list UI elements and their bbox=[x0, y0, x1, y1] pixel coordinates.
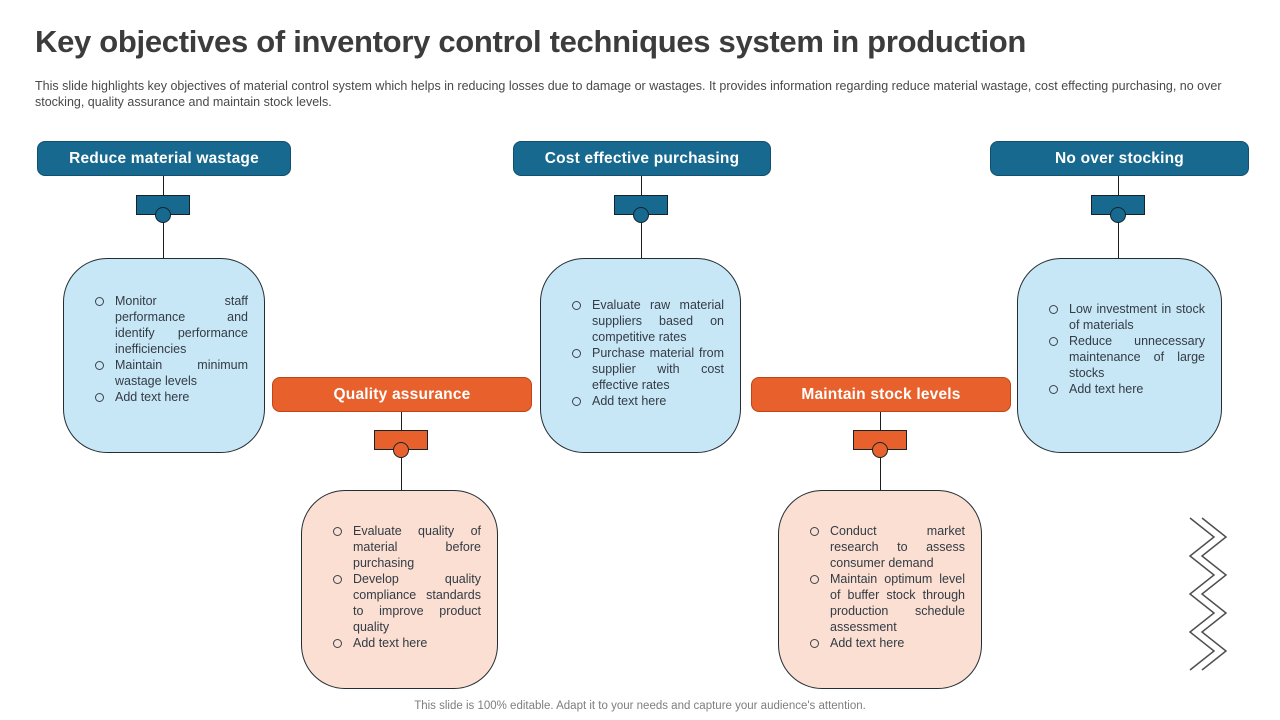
bullet-circle-icon bbox=[572, 301, 581, 310]
bullet-circle-icon bbox=[95, 393, 104, 402]
connector-node-icon bbox=[872, 442, 888, 458]
bullet-text: Add text here bbox=[115, 390, 190, 404]
bullet-circle-icon bbox=[333, 639, 342, 648]
bullet-list: Conduct market research to assess consum… bbox=[779, 491, 981, 651]
list-item: Maintain minimum wastage levels bbox=[95, 357, 248, 389]
bullet-text: Monitor staff performance and identify p… bbox=[115, 294, 248, 356]
list-item: Evaluate raw material suppliers based on… bbox=[572, 297, 724, 345]
list-item: Purchase material from supplier with cos… bbox=[572, 345, 724, 393]
header-cost-effective-purchasing: Cost effective purchasing bbox=[513, 141, 771, 176]
bullet-text: Add text here bbox=[830, 636, 905, 650]
bullet-circle-icon bbox=[810, 639, 819, 648]
list-item: Low investment in stock of materials bbox=[1049, 301, 1205, 333]
header-quality-assurance: Quality assurance bbox=[272, 377, 532, 412]
list-item: Evaluate quality of material before purc… bbox=[333, 523, 481, 571]
header-no-over-stocking: No over stocking bbox=[990, 141, 1249, 176]
content-box-quality-assurance: Evaluate quality of material before purc… bbox=[301, 490, 498, 689]
bullet-circle-icon bbox=[95, 297, 104, 306]
bullet-circle-icon bbox=[572, 397, 581, 406]
content-box-cost-effective-purchasing: Evaluate raw material suppliers based on… bbox=[540, 258, 741, 453]
bullet-text: Reduce unnecessary maintenance of large … bbox=[1069, 334, 1205, 380]
header-label: Quality assurance bbox=[333, 385, 471, 403]
bullet-list: Low investment in stock of materials Red… bbox=[1018, 259, 1221, 397]
header-label: Cost effective purchasing bbox=[544, 149, 740, 167]
bullet-text: Add text here bbox=[1069, 382, 1144, 396]
list-item: Develop quality compliance standards to … bbox=[333, 571, 481, 635]
bullet-list: Monitor staff performance and identify p… bbox=[64, 259, 264, 405]
bullet-circle-icon bbox=[1049, 385, 1058, 394]
zigzag-decor-icon bbox=[1188, 517, 1228, 671]
slide-title: Key objectives of inventory control tech… bbox=[35, 24, 1027, 59]
content-box-maintain-stock-levels: Conduct market research to assess consum… bbox=[778, 490, 982, 689]
slide-description: This slide highlights key objectives of … bbox=[35, 79, 1222, 109]
bullet-text: Maintain optimum level of buffer stock t… bbox=[830, 572, 965, 634]
bullet-text: Evaluate raw material suppliers based on… bbox=[592, 298, 724, 344]
bullet-circle-icon bbox=[1049, 337, 1058, 346]
content-box-no-over-stocking: Low investment in stock of materials Red… bbox=[1017, 258, 1222, 453]
bullet-text: Low investment in stock of materials bbox=[1069, 302, 1205, 332]
bullet-list: Evaluate raw material suppliers based on… bbox=[541, 259, 740, 409]
header-label: Maintain stock levels bbox=[801, 385, 961, 403]
list-item: Add text here bbox=[333, 635, 481, 651]
connector-node-icon bbox=[633, 207, 649, 223]
bullet-circle-icon bbox=[333, 575, 342, 584]
slide-footer-note: This slide is 100% editable. Adapt it to… bbox=[414, 700, 866, 712]
connector-node-icon bbox=[393, 442, 409, 458]
bullet-text: Develop quality compliance standards to … bbox=[353, 572, 481, 634]
list-item: Add text here bbox=[810, 635, 965, 651]
bullet-text: Add text here bbox=[592, 394, 667, 408]
bullet-text: Add text here bbox=[353, 636, 428, 650]
bullet-list: Evaluate quality of material before purc… bbox=[302, 491, 497, 651]
header-label: No over stocking bbox=[1055, 149, 1184, 167]
list-item: Maintain optimum level of buffer stock t… bbox=[810, 571, 965, 635]
bullet-text: Conduct market research to assess consum… bbox=[830, 524, 965, 570]
header-label: Reduce material wastage bbox=[69, 149, 259, 167]
bullet-circle-icon bbox=[810, 527, 819, 536]
connector-node-icon bbox=[155, 207, 171, 223]
bullet-text: Purchase material from supplier with cos… bbox=[592, 346, 724, 392]
header-maintain-stock-levels: Maintain stock levels bbox=[751, 377, 1011, 412]
bullet-circle-icon bbox=[1049, 305, 1058, 314]
list-item: Add text here bbox=[572, 393, 724, 409]
bullet-circle-icon bbox=[333, 527, 342, 536]
bullet-text: Evaluate quality of material before purc… bbox=[353, 524, 481, 570]
bullet-circle-icon bbox=[810, 575, 819, 584]
connector-node-icon bbox=[1110, 207, 1126, 223]
bullet-circle-icon bbox=[95, 361, 104, 370]
content-box-reduce-material-wastage: Monitor staff performance and identify p… bbox=[63, 258, 265, 453]
header-reduce-material-wastage: Reduce material wastage bbox=[37, 141, 291, 176]
bullet-text: Maintain minimum wastage levels bbox=[115, 358, 248, 388]
list-item: Reduce unnecessary maintenance of large … bbox=[1049, 333, 1205, 381]
bullet-circle-icon bbox=[572, 349, 581, 358]
list-item: Conduct market research to assess consum… bbox=[810, 523, 965, 571]
list-item: Monitor staff performance and identify p… bbox=[95, 293, 248, 357]
list-item: Add text here bbox=[1049, 381, 1205, 397]
list-item: Add text here bbox=[95, 389, 248, 405]
